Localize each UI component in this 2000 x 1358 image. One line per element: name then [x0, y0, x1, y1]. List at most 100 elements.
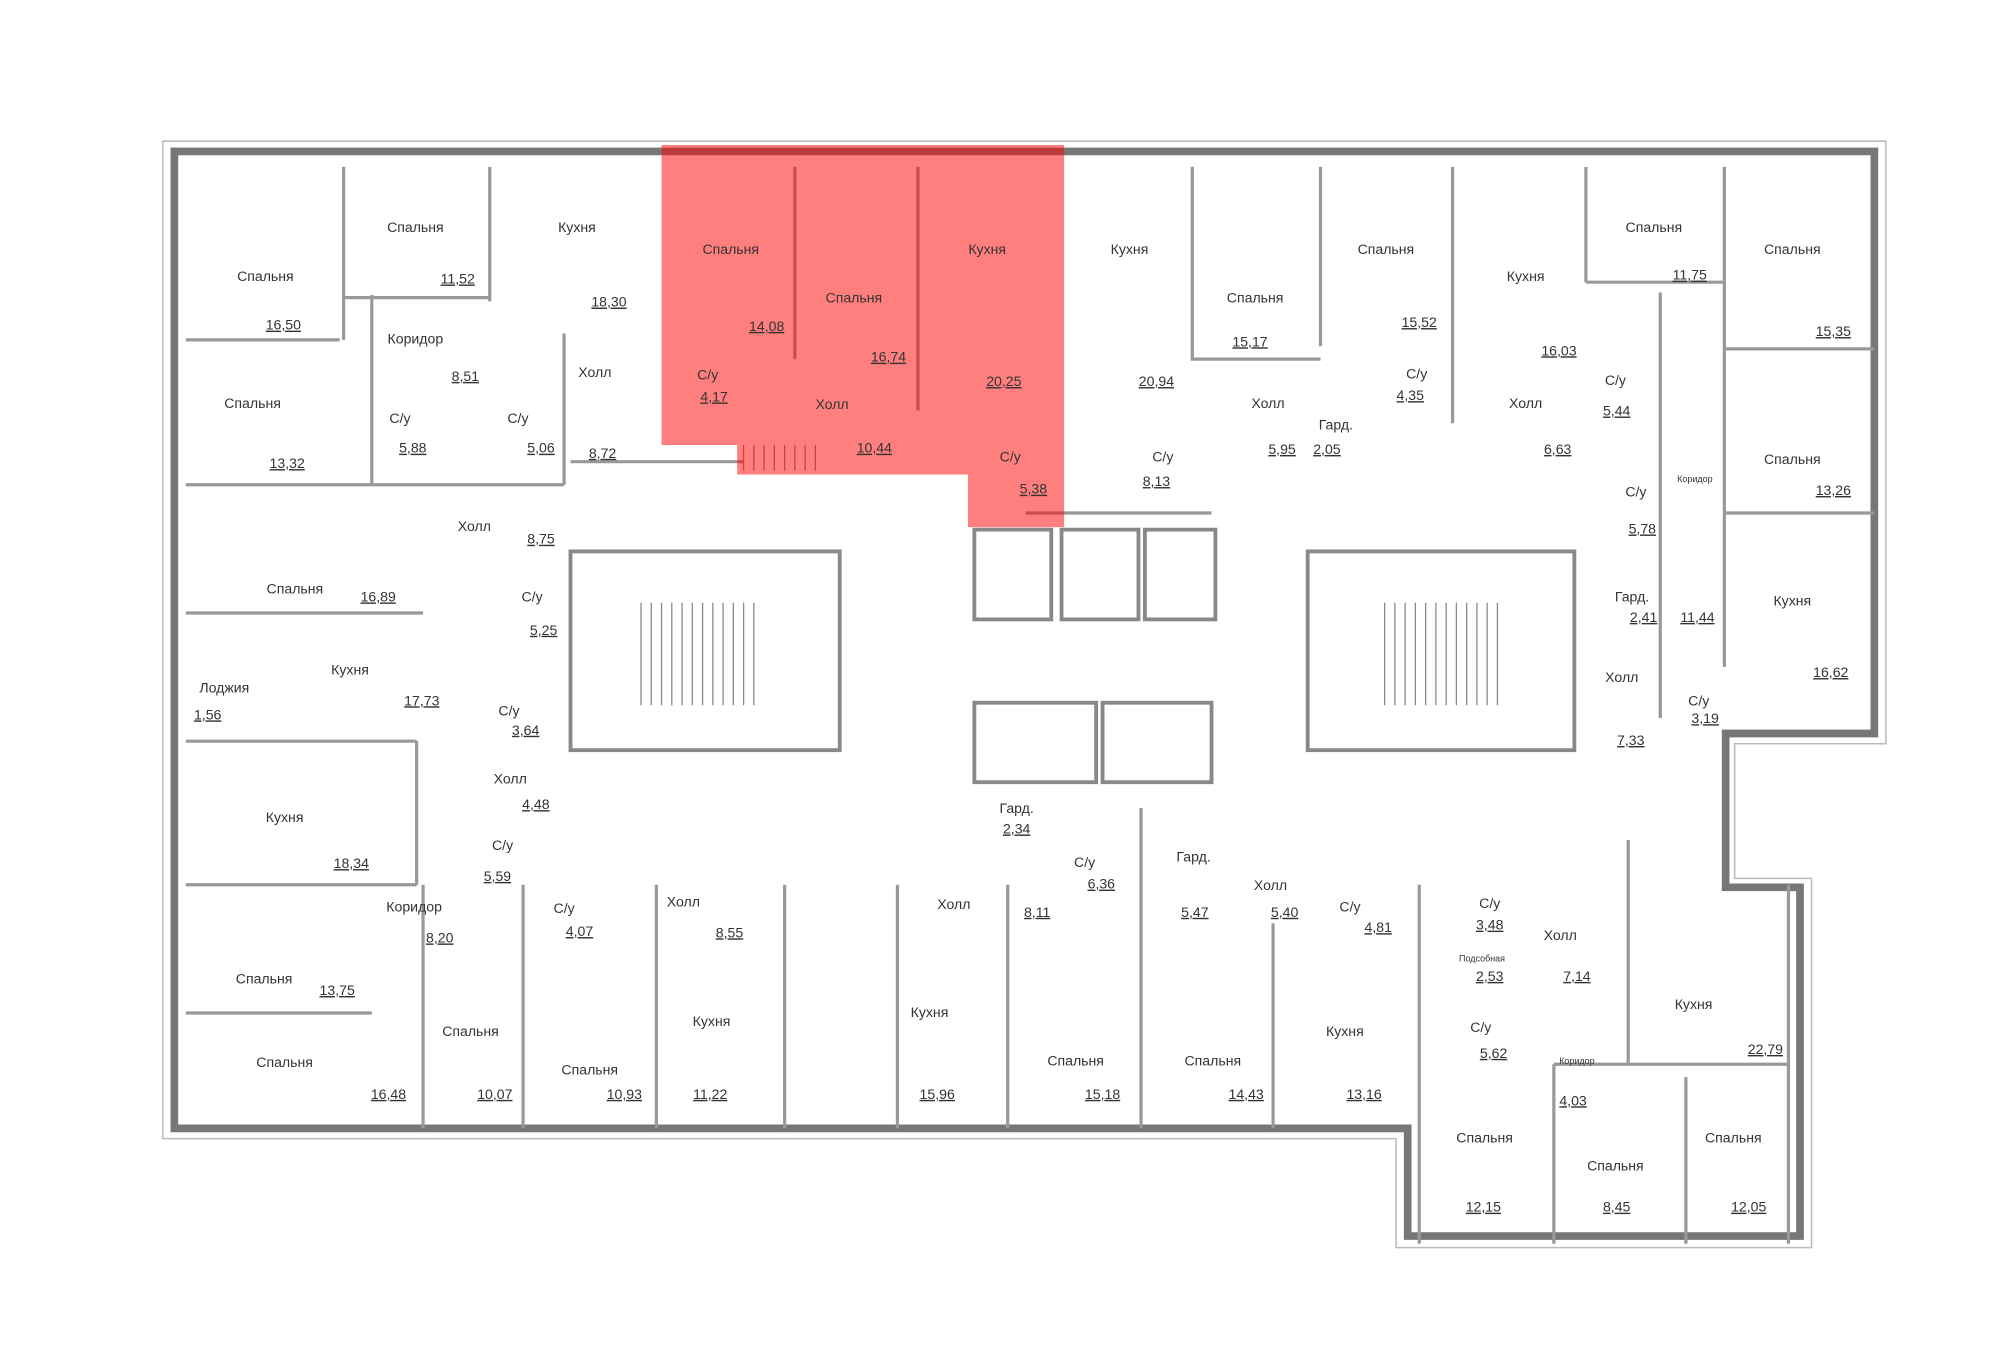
room-area-hall: 8,72: [589, 445, 617, 461]
elevator-1: [972, 527, 1054, 622]
room-area-bedroom: 16,89: [361, 588, 396, 604]
room-area-bathroom: 5,25: [530, 622, 558, 638]
room-label-hall: Холл: [1509, 395, 1542, 411]
room-area-bedroom: 11,52: [441, 270, 475, 286]
room-area-wardrobe: 2,34: [1003, 820, 1031, 836]
room-area-bedroom: 14,43: [1229, 1086, 1264, 1102]
room-label-kitchen: Кухня: [331, 662, 369, 678]
room-label-hall: Холл: [937, 896, 970, 912]
room-area-corridor: 8,51: [452, 368, 480, 384]
room-label-hall: Холл: [1544, 927, 1577, 943]
room-label-corridor: Коридор: [386, 899, 442, 915]
room-label-hall: Холл: [458, 518, 491, 534]
room-label-kitchen: Кухня: [1773, 592, 1811, 608]
room-label-hall: Холл: [667, 894, 700, 910]
room-label-bathroom: С/у: [521, 588, 543, 604]
room-label-bedroom: Спальня: [702, 241, 759, 257]
room-area-hall: 6,63: [1544, 441, 1572, 457]
room-area-kitchen: 16,03: [1541, 342, 1576, 358]
room-label-wardrobe: Гард.: [999, 800, 1033, 816]
room-label-kitchen: Кухня: [968, 241, 1006, 257]
room-label-bedroom: Спальня: [1764, 451, 1821, 467]
room-label-bedroom: Спальня: [442, 1023, 499, 1039]
room-area-bathroom: 3,19: [1691, 710, 1719, 726]
room-area-bedroom: 15,18: [1085, 1086, 1120, 1102]
room-label-bedroom: Спальня: [1227, 290, 1284, 306]
room-area-bathroom: 6,36: [1088, 876, 1116, 892]
elevator-3: [1142, 527, 1218, 622]
elevator-5: [1100, 700, 1214, 785]
room-label-bathroom: С/у: [1605, 372, 1627, 388]
room-label-bathroom: С/у: [697, 367, 719, 383]
room-area-wardrobe: 2,05: [1313, 441, 1341, 457]
room-label-bathroom: С/у: [1339, 899, 1361, 915]
room-label-hall: Холл: [578, 364, 611, 380]
room-area-kitchen: 20,25: [986, 373, 1021, 389]
room-area-kitchen: 17,73: [404, 692, 439, 708]
room-label-hall: Холл: [1251, 395, 1284, 411]
room-label-utility: Подсобная: [1459, 954, 1505, 964]
room-label-bedroom: Спальня: [1705, 1129, 1762, 1145]
room-area-bathroom: 3,64: [512, 722, 540, 738]
room-label-kitchen: Кухня: [558, 219, 596, 235]
room-area-kitchen: 16,62: [1813, 664, 1848, 680]
room-label-bedroom: Спальня: [224, 395, 281, 411]
room-label-bathroom: С/у: [1688, 692, 1710, 708]
room-label-corridor: Коридор: [1677, 474, 1712, 484]
room-area-hall: 8,75: [527, 531, 555, 547]
room-area-bedroom: 8,45: [1603, 1199, 1631, 1215]
room-area-bathroom: 5,88: [399, 440, 427, 456]
room-area-hall: 8,55: [716, 924, 744, 940]
selected-apartment-highlight[interactable]: [661, 145, 1065, 528]
room-area-hall: 5,95: [1268, 441, 1296, 457]
interior-walls: [185, 166, 1875, 1244]
room-label-bathroom: С/у: [1406, 365, 1428, 381]
room-area-bathroom: 8,13: [1143, 473, 1171, 489]
room-label-bedroom: Спальня: [1456, 1129, 1513, 1145]
room-label-bedroom: Спальня: [1764, 241, 1821, 257]
room-label-bathroom: С/у: [389, 410, 411, 426]
room-label-bedroom: Спальня: [267, 581, 324, 597]
room-area-bedroom: 16,48: [371, 1086, 406, 1102]
room-label-wardrobe: Гард.: [1176, 849, 1210, 865]
room-label-bedroom: Спальня: [236, 970, 293, 986]
stairwell-left: [568, 549, 842, 753]
room-label-bathroom: С/у: [507, 410, 529, 426]
room-label-kitchen: Кухня: [1507, 268, 1545, 284]
room-area-kitchen: 18,34: [334, 855, 369, 871]
room-area-bedroom: 12,15: [1466, 1199, 1501, 1215]
room-label-bathroom: С/у: [1479, 895, 1501, 911]
room-label-bedroom: Спальня: [1626, 219, 1683, 235]
room-label-bathroom: С/у: [554, 900, 576, 916]
room-area-hall: 8,11: [1024, 904, 1051, 920]
room-area-corridor: 8,20: [426, 929, 454, 945]
room-area-bedroom: 16,74: [871, 349, 906, 365]
room-area-bedroom: 15,17: [1232, 333, 1267, 349]
room-label-kitchen: Кухня: [1326, 1023, 1364, 1039]
room-area-kitchen: 18,30: [591, 294, 626, 310]
room-area-bathroom: 5,06: [527, 440, 555, 456]
room-area-kitchen: 20,94: [1139, 373, 1174, 389]
room-area-bedroom: 12,05: [1731, 1199, 1766, 1215]
room-area-bedroom: 10,93: [607, 1086, 642, 1102]
room-area-wardrobe: 2,41: [1630, 609, 1658, 625]
room-label-bedroom: Спальня: [561, 1062, 618, 1078]
room-area-utility: 2,53: [1476, 968, 1504, 984]
room-label-bedroom: Спальня: [237, 268, 294, 284]
room-label-bathroom: С/у: [1000, 449, 1022, 465]
room-area-bedroom: 15,52: [1402, 314, 1437, 330]
room-area-bedroom: 15,35: [1816, 323, 1851, 339]
room-label-bathroom: С/у: [1152, 449, 1174, 465]
room-label-bathroom: С/у: [498, 703, 520, 719]
room-area-bathroom: 3,48: [1476, 917, 1504, 933]
outer-wall: [170, 147, 1879, 1240]
room-area-kitchen: 22,79: [1748, 1041, 1783, 1057]
room-label-kitchen: Кухня: [693, 1013, 731, 1029]
room-label-corridor: Коридор: [388, 331, 444, 347]
room-area-bedroom: 11,75: [1673, 267, 1707, 283]
room-label-bathroom: С/у: [492, 837, 514, 853]
room-area-hall: 4,48: [522, 796, 550, 812]
room-label-kitchen: Кухня: [1675, 996, 1713, 1012]
room-area-bathroom: 5,62: [1480, 1045, 1508, 1061]
